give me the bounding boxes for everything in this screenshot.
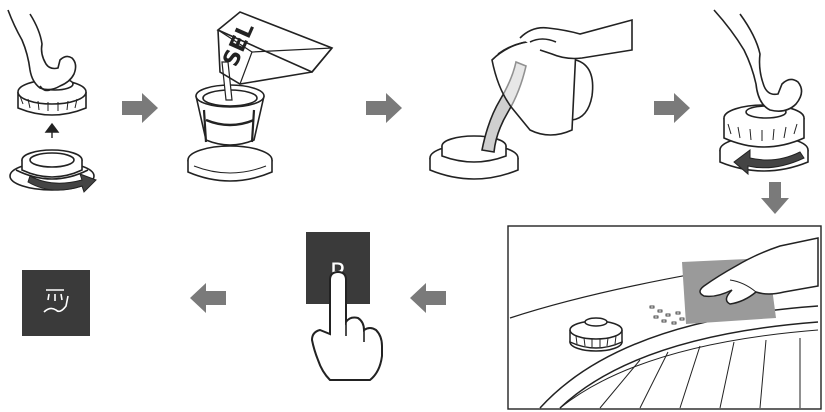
flow-arrow-right-icon xyxy=(366,93,402,123)
flow-arrow-right-icon xyxy=(654,93,690,123)
salt-pack-pour-icon xyxy=(187,11,334,182)
rotate-arrow-icon xyxy=(733,149,805,176)
step-salt-indicator xyxy=(22,270,90,336)
step-wipe-salt xyxy=(507,225,822,410)
hand-wipe-cloth-icon xyxy=(509,237,819,409)
salt-indicator-panel xyxy=(22,270,90,336)
water-jug-pour-icon xyxy=(429,18,633,180)
step-unscrew-cap xyxy=(7,9,97,193)
salt-indicator-icon xyxy=(43,289,69,313)
flow-arrow-right-icon xyxy=(122,93,158,123)
step-pour-salt: SEL xyxy=(187,11,334,182)
hand-unscrew-cap-icon xyxy=(7,9,95,191)
rotate-arrow-icon xyxy=(27,173,97,193)
hand-screw-cap-icon xyxy=(713,9,809,172)
step-pour-water xyxy=(429,18,633,180)
step-press-program: P xyxy=(306,232,383,381)
flow-arrow-left-icon xyxy=(410,283,446,313)
program-button-press-icon xyxy=(310,270,383,381)
flow-arrow-down-icon xyxy=(761,182,789,214)
step-screw-cap xyxy=(713,9,809,176)
flow-arrow-left-icon xyxy=(190,283,226,313)
